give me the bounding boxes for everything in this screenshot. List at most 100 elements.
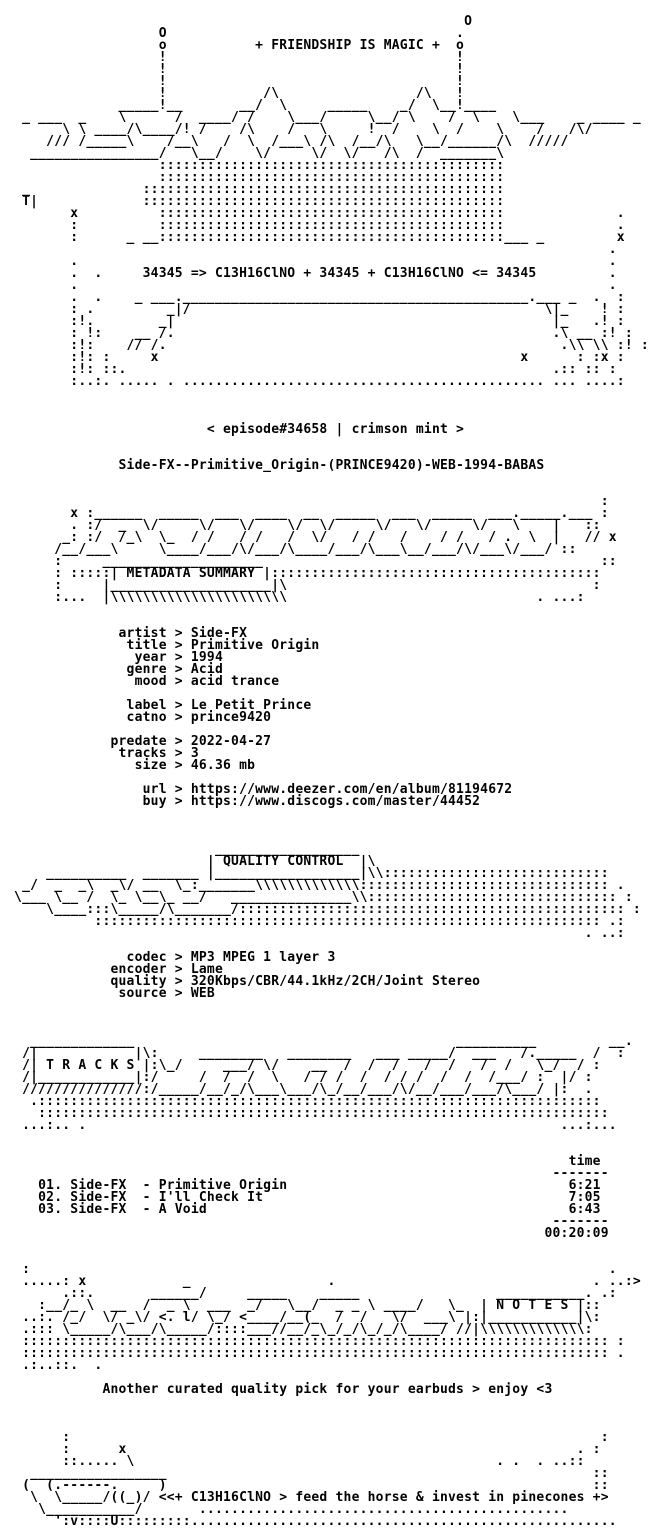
nfo-line: _____!__ __/ \ _____ _/ \__!____ [6, 98, 617, 113]
nfo-line: _ ___ _ \ / ____/ / \___/ \__/ \ / \ \__… [6, 110, 648, 125]
nfo-line: : . [6, 1262, 633, 1277]
nfo-line: ::::::::::::::::::::::::::::::::::::::::… [6, 914, 625, 929]
nfo-line: /|____________|:/ / / / \ / / / / / / / … [6, 1070, 593, 1085]
nfo-line: codec > MP3 MPEG 1 layer 3 [6, 950, 633, 965]
nfo-line: 01. Side-FX - Primitive Origin 6:21 [6, 1178, 633, 1193]
nfo-line: /// /_____\ /__\ / \ /___\ /\ /__/\ \__/… [6, 134, 641, 149]
nfo-line: 00:20:09 [6, 1226, 633, 1241]
nfo-line: ::::::::::::::::::::::::::::::::::::::::… [6, 1106, 617, 1121]
nfo-line: . . _ ___.______________________________… [6, 290, 641, 305]
nfo-line: buy > https://www.discogs.com/master/444… [6, 794, 633, 809]
nfo-line: ( (.------. ) :: [6, 1478, 633, 1493]
nfo-line: label > Le Petit Prince [6, 698, 633, 713]
nfo-line: ...:.. . ...:... [6, 1118, 617, 1133]
nfo-line: time [6, 1154, 633, 1169]
nfo-line: :..:. ..... . ..........................… [6, 374, 641, 389]
nfo-line: : [6, 494, 633, 509]
nfo-line: :!: ::. .:: :: : [6, 362, 633, 377]
nfo-line: ! ! [6, 50, 625, 65]
nfo-line: ..:. /_/ \/ _\/ <. l/ \_/ <____/__(_ / /… [6, 1310, 601, 1325]
nfo-line: ///////////////:/_____/__/_/\___\___/\_/… [6, 1082, 593, 1097]
nfo-line: Side-FX--Primitive_Origin-(PRINCE9420)-W… [6, 458, 625, 473]
nfo-line: genre > Acid [6, 662, 633, 677]
nfo-line: encoder > Lame [6, 962, 633, 977]
nfo-line: .:..::. . [6, 1358, 625, 1373]
nfo-line: :!: // /. .\\ \\ :! : [6, 338, 648, 353]
nfo-line: : _ __::::::::::::::::::::::::::::::::::… [6, 230, 641, 245]
nfo-line: x :______ _____ ___ ____ __ _____ ___ __… [6, 506, 633, 521]
nfo-line: : !: __ /. .\ __ :! : [6, 326, 648, 341]
nfo-line: x ::::::::::::::::::::::::::::::::::::::… [6, 206, 641, 221]
nfo-line: ::::::::::::::::::::::::::::::::::::::::… [6, 1334, 625, 1349]
nfo-line: . ..: [6, 926, 625, 941]
nfo-line: artist > Side-FX [6, 626, 633, 641]
nfo-line: url > https://www.deezer.com/en/album/81… [6, 782, 633, 797]
nfo-line: ::..... \ . . . ..:: [6, 1454, 609, 1469]
nfo-line: O . [6, 26, 625, 41]
nfo-line: predate > 2022-04-27 [6, 734, 633, 749]
nfo-line: ::::::::::::::::::::::::::::::::::::::::… [6, 170, 633, 185]
nfo-line: __________________ [6, 842, 633, 857]
nfo-line: quality > 320Kbps/CBR/44.1kHz/2CH/Joint … [6, 974, 633, 989]
nfo-line: . . 34345 => C13H16ClNO + 34345 + C13H16… [6, 266, 633, 281]
nfo-line: ! ! [6, 62, 625, 77]
nfo-line [6, 1528, 633, 1536]
nfo-line: : : [6, 1430, 633, 1445]
nfo-line: _: :/ /_\ \_ / / / / / \/ / / / / / / . … [6, 530, 625, 545]
nfo-line: ________________/ \__/ \/ \/ \/ /\ / ___… [6, 146, 633, 161]
nfo-line: : x . : [6, 1442, 625, 1457]
nfo-line: /__/___\ \____/___/\/___/\____/___/\___\… [6, 542, 601, 557]
nfo-line: _____________ __________ __. [6, 1034, 633, 1049]
nfo-line: _________________ :: [6, 1466, 633, 1481]
nfo-line: :__/_ \ __ / _ \ ___ _/ \__/ _ _ \ ____/… [6, 1298, 601, 1313]
nfo-line: _/ _ _\ _\/ __ \_:_______\\\\\\\\\\\\\::… [6, 878, 625, 893]
nfo-line: size > 46.36 mb [6, 758, 633, 773]
nfo-line: : |____________________|\ : [6, 578, 625, 593]
nfo-line: :... |\\\\\\\\\\\\\\\\\\\\\\ . ...: [6, 590, 609, 605]
nfo-line: 03. Side-FX - A Void 6:43 [6, 1202, 633, 1217]
nfo-line: catno > prince9420 [6, 710, 633, 725]
nfo-line: ::::::::::::::::::::::::::::::::::::::::… [6, 1346, 625, 1361]
nfo-line: __________ _______ |__________________|\… [6, 866, 625, 881]
nfo-line: Another curated quality pick for your ea… [6, 1382, 633, 1397]
nfo-line: ::::::::::::::::::::::::::::::::::::::::… [6, 158, 633, 173]
nfo-line: < episode#34658 | crimson mint > [6, 422, 633, 437]
nfo-line: : ::::::::::::::::::::::::::::::::::::::… [6, 218, 641, 233]
nfo-line: \ \ ____/\____/! / /\ / \ ! / \ / \ / /\… [6, 122, 641, 137]
nfo-line: /| |\: ________ ________ ___ _____/ ___ … [6, 1046, 625, 1061]
nfo-line: :!: : x x : :x : [6, 350, 641, 365]
nfo-line: ------- [6, 1214, 633, 1229]
nfo-line: .::: \_____/\___/\_____/::::___//__/_\_/… [6, 1322, 593, 1337]
nfo-line: \___ \__ / \_ \__\_ __/ _______________\… [6, 890, 633, 905]
nfo-line: : ____________________ :: [6, 554, 641, 569]
nfo-line: . . [6, 278, 633, 293]
nfo-line: : :::::| METADATA SUMMARY |:::::::::::::… [6, 566, 625, 581]
nfo-line: tracks > 3 [6, 746, 633, 761]
nfo-line: \____:::\_____/\_______/::::::::::::::::… [6, 902, 641, 917]
nfo-line: mood > acid trance [6, 674, 633, 689]
nfo-line: \ \_____/((_)/ <<+ C13H16ClNO > feed the… [6, 1490, 625, 1505]
nfo-line: :!. _| |_ .! : [6, 314, 641, 329]
nfo-line: . [6, 242, 633, 257]
nfo-line: ------- [6, 1166, 633, 1181]
nfo-line: _ ::::::::::::::::::::::::::::::::::::::… [6, 182, 633, 197]
nfo-line: ! /\ /\ ! [6, 86, 625, 101]
nfo-line: T| :::::::::::::::::::::::::::::::::::::… [6, 194, 633, 209]
nfo-line: . . [6, 254, 633, 269]
nfo-line: .::. ______/ _____ _____ ___________. .: [6, 1286, 617, 1301]
nfo-line: | QUALITY CONTROL |\ [6, 854, 633, 869]
nfo-line: source > WEB [6, 986, 625, 1001]
nfo-line: . :/ _ \/ \/ \/ \/ \/ \/ \/ \/ \ | :: [6, 518, 625, 533]
nfo-line: ':v::::U:::::::::.......................… [6, 1514, 617, 1529]
nfo-line: O [6, 14, 633, 29]
nfo-line: .:::::::::::::::::::::::::::::::::::::::… [6, 1094, 617, 1109]
nfo-line: .....: x _ . . ..:> [6, 1274, 641, 1289]
nfo-line: \___________/ ..........................… [6, 1502, 593, 1517]
nfo-line: title > Primitive Origin [6, 638, 633, 653]
nfo-line: ! ! [6, 74, 625, 89]
nfo-line: 02. Side-FX - I'll Check It 7:05 [6, 1190, 633, 1205]
nfo-line: o + FRIENDSHIP IS MAGIC + o [6, 38, 625, 53]
nfo-line: : . _|/ \|_ ! : [6, 302, 641, 317]
nfo-line: year > 1994 [6, 650, 633, 665]
